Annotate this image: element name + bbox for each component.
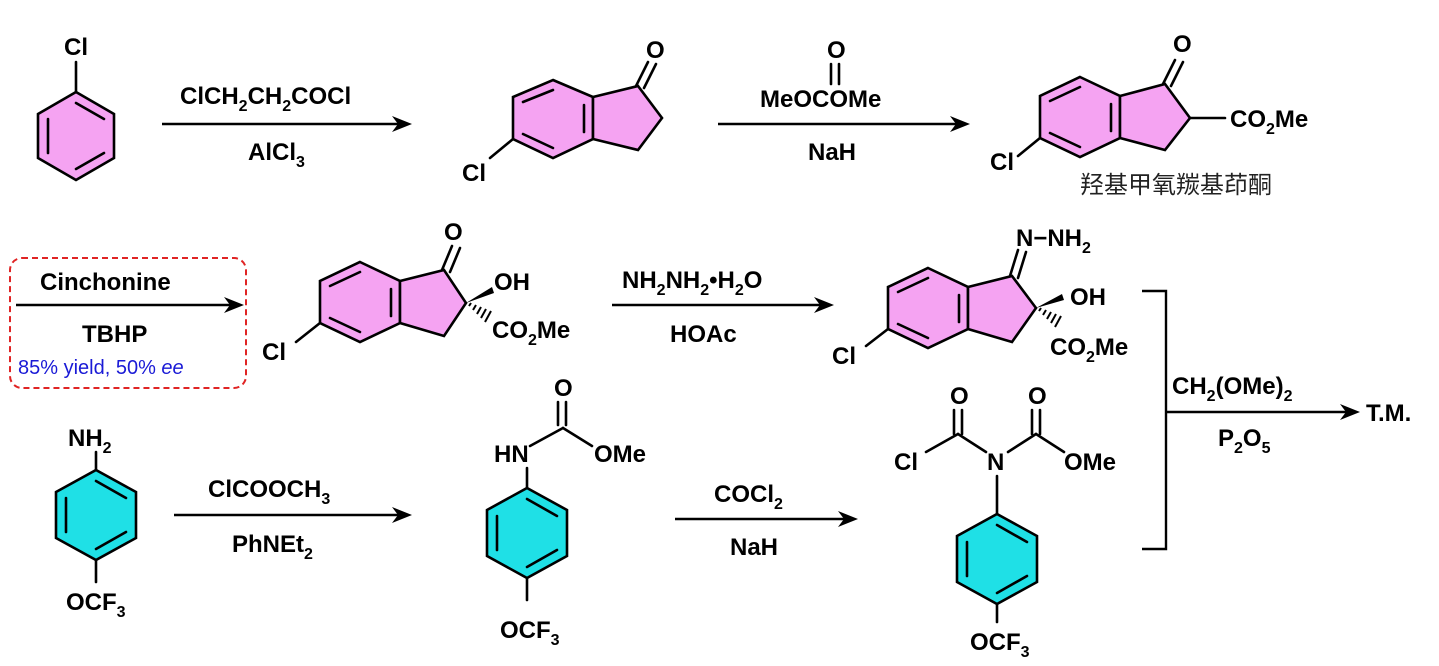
hydrazone-label: N−NH2 (1016, 225, 1091, 257)
aniline-ocf3-label: OCF3 (66, 589, 126, 621)
step-4-reagent-above: NH2NH2•H2O (622, 267, 762, 299)
hydrazone-benzene-ring (886, 266, 970, 350)
step-4-arrow: NH2NH2•H2O HOAc (612, 267, 834, 348)
step-3-reagent-above: Cinchonine (40, 269, 171, 296)
hydrazone-wedge-bond (1036, 294, 1064, 308)
aniline-amine-label: NH2 (68, 425, 112, 457)
carbamate: HN O OMe OCF3 (485, 375, 646, 649)
carbamoyl-oxo2-label: O (1028, 383, 1047, 410)
step-4-reagent-below: HOAc (670, 321, 737, 348)
carbamoyl-ring (955, 512, 1039, 606)
hydroxy-benzene-ring (318, 260, 402, 344)
hydrazone-five-ring (966, 274, 1038, 344)
step-3-yield-note: 85% yield, 50% ee (18, 357, 184, 379)
step-5-arrow: ClCOOCH3 PhNEt2 (174, 476, 412, 563)
chlorobenzene: Cl (36, 34, 116, 182)
step-5-reagent-below: PhNEt2 (232, 531, 313, 563)
step-1-reagent-above: ClCH2CH2COCl (180, 83, 351, 115)
hydroxy-five-ring (398, 268, 468, 338)
hydroxy-chloro-label: Cl (262, 339, 286, 366)
step-2-reagent-above: MeOCOMe (760, 86, 881, 113)
aniline-ring (54, 468, 138, 562)
wedge-bond (466, 287, 494, 303)
step-3-arrow: Cinchonine TBHP 85% yield, 50% ee (9, 257, 247, 389)
carbamoyl-cl-label: Cl (894, 449, 918, 476)
indanone-benzene-ring (511, 78, 595, 160)
hydroxy-oxo-label: O (444, 219, 463, 246)
carbamate-oxo-label: O (554, 375, 573, 402)
indanone-five-ring (591, 84, 664, 152)
chlorobenzene-ring (36, 90, 116, 182)
hydrazone-ester-label: CO2Me (1050, 334, 1128, 366)
step-2-carbonyl-o: O (827, 37, 846, 64)
ester-five-ring (1118, 82, 1192, 152)
indanone-ester: O CO2Me Cl 羟基甲氧羰基茚酮 (990, 31, 1308, 199)
step-5-reagent-above: ClCOOCH3 (208, 476, 330, 508)
ester-group-label: CO2Me (1230, 106, 1308, 138)
combine-bracket: CH2(OMe)2 P2O5 T.M. (1142, 289, 1411, 551)
carbamoyl-n-label: N (987, 449, 1004, 476)
hydrazone-chloro-label: Cl (832, 343, 856, 370)
step-6-reagent-above: COCl2 (714, 481, 783, 513)
step-6-arrow: COCl2 NaH (675, 481, 858, 561)
carbamate-ring (485, 486, 569, 580)
step-6-reagent-below: NaH (730, 534, 778, 561)
highlight-box (9, 257, 247, 389)
carbamate-ocf3-label: OCF3 (500, 617, 560, 649)
ester-chloro-label: Cl (990, 149, 1014, 176)
step-1-arrow: ClCH2CH2COCl AlCl3 (162, 83, 412, 171)
carbamate-ome-label: OMe (594, 441, 646, 468)
chinese-compound-name: 羟基甲氧羰基茚酮 (1080, 171, 1272, 199)
step-3-reagent-below: TBHP (82, 321, 147, 348)
hydroxy-oh-label: OH (494, 269, 530, 296)
target-molecule-label: T.M. (1366, 400, 1411, 427)
hydroxy-indanone: O OH CO2Me Cl (262, 219, 570, 366)
step-1-reagent-below: AlCl3 (248, 139, 305, 171)
chloroindanone: O Cl (462, 37, 665, 187)
ester-benzene-ring (1038, 75, 1122, 159)
hydrazone: N−NH2 OH CO2Me Cl (832, 225, 1128, 370)
step-2-reagent-below: NaH (808, 139, 856, 166)
hydroxy-ester-label: CO2Me (492, 317, 570, 349)
aniline: NH2 OCF3 (54, 425, 138, 621)
step-2-arrow: O MeOCOMe NaH (718, 37, 970, 166)
carbamoyl-chloride: N O Cl O OMe OCF3 (894, 383, 1116, 661)
step-7-reagent-below: P2O5 (1218, 425, 1271, 457)
step-7-reagent-above: CH2(OMe)2 (1172, 373, 1293, 405)
ester-oxo-label: O (1173, 31, 1192, 58)
carbamoyl-ome-label: OMe (1064, 449, 1116, 476)
indanone-oxo-label: O (646, 37, 665, 64)
carbamoyl-oxo1-label: O (950, 383, 969, 410)
chloro-substituent-label: Cl (64, 34, 88, 61)
carbamate-nh-label: HN (494, 441, 529, 468)
hydrazone-oh-label: OH (1070, 284, 1106, 311)
carbamoyl-ocf3-label: OCF3 (970, 629, 1030, 661)
indanone-chloro-label: Cl (462, 160, 486, 187)
